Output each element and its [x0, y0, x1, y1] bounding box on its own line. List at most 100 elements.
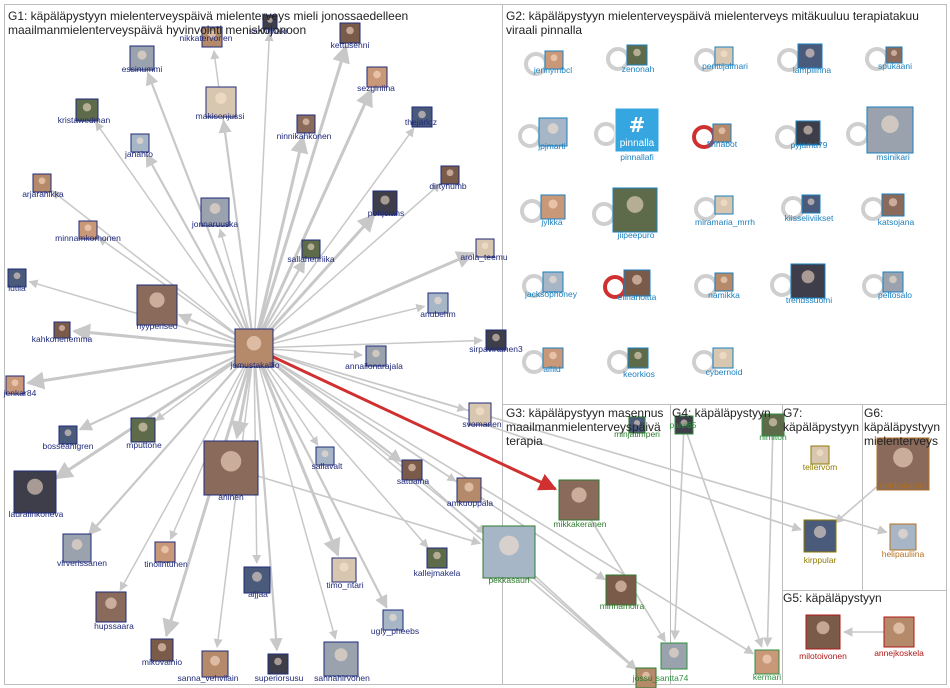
node-zenonah[interactable]: [626, 44, 648, 66]
edge-kristawedman: [95, 121, 255, 349]
node-label-lauralinkoneva: lauralinkoneva: [9, 509, 64, 519]
node-virverissanen[interactable]: [62, 533, 92, 563]
node-lauralinkoneva[interactable]: [13, 470, 57, 514]
node-kettusenni[interactable]: [339, 22, 361, 44]
node-label-minnamkorhonen: minnamkorhonen: [55, 233, 121, 243]
node-aijjaa[interactable]: [243, 566, 271, 594]
edge-ugly_pheebs: [253, 347, 388, 609]
node-mikkakeranen[interactable]: [558, 479, 600, 521]
node-miramaria_mrrh[interactable]: [714, 195, 734, 215]
node-pyjama79[interactable]: [795, 120, 821, 146]
node-pinnallafi[interactable]: #pinnalla: [614, 107, 660, 153]
node-riimiton[interactable]: [761, 413, 785, 437]
node-spukaani[interactable]: [885, 46, 903, 64]
node-aninen[interactable]: [203, 440, 259, 496]
node-paivi65[interactable]: [674, 415, 694, 435]
node-superiorsusu[interactable]: [267, 653, 289, 675]
node-sannimaki[interactable]: [262, 14, 278, 30]
node-svomanen[interactable]: [468, 402, 492, 426]
node-label-kahkonenemma: kahkonenemma: [32, 334, 93, 344]
node-minnamkorhonen[interactable]: [78, 220, 98, 240]
node-namikka[interactable]: [714, 272, 734, 292]
node-jossu_[interactable]: [635, 667, 657, 688]
node-jemustakallio[interactable]: [234, 328, 274, 368]
node-finnabot[interactable]: [712, 123, 732, 143]
avatar-face: [71, 539, 83, 550]
node-mikovainio[interactable]: [150, 638, 174, 662]
node-mputtone[interactable]: [130, 417, 156, 443]
avatar-face: [669, 647, 679, 658]
node-tellervom[interactable]: [810, 445, 830, 465]
node-annailonarajala[interactable]: [365, 345, 387, 367]
node-dirtynumb[interactable]: [440, 165, 460, 185]
node-label-helipauliina: helipauliina: [882, 549, 925, 559]
node-jylkka[interactable]: [540, 194, 566, 220]
node-image: [797, 43, 823, 69]
node-peltosalo[interactable]: [882, 271, 904, 293]
node-elinaholtta[interactable]: [623, 269, 651, 297]
node-sannahirvonen[interactable]: [323, 641, 359, 677]
node-hupssaara[interactable]: [95, 591, 127, 623]
node-satuaina[interactable]: [401, 459, 423, 481]
node-pekkasauri[interactable]: [482, 525, 536, 579]
node-ninnikahkonen[interactable]: [296, 114, 316, 134]
node-katsojana[interactable]: [881, 193, 905, 217]
node-helipauliina[interactable]: [889, 523, 917, 551]
avatar-face: [274, 657, 282, 666]
node-makisenjussi[interactable]: [205, 86, 237, 118]
node-kahkonenemma[interactable]: [53, 321, 71, 339]
node-jiipeepuro[interactable]: [612, 187, 658, 233]
node-minjatimperi[interactable]: [628, 416, 646, 434]
node-ugly_pheebs[interactable]: [382, 609, 404, 631]
edge-sanna_vehvilain: [213, 347, 255, 649]
node-jonnaruuska[interactable]: [200, 197, 230, 227]
node-pohjolans[interactable]: [372, 190, 398, 216]
node-msinikari[interactable]: [866, 106, 914, 154]
node-label-miramaria_mrrh: miramaria_mrrh: [695, 217, 755, 227]
avatar-face: [64, 429, 72, 437]
node-bosseahlgren[interactable]: [58, 425, 78, 445]
node-sanna_vehvilain[interactable]: [201, 650, 229, 678]
node-sezginiina[interactable]: [366, 66, 388, 88]
node-markosuomi[interactable]: [876, 437, 930, 491]
node-kallejmakela[interactable]: [426, 547, 448, 569]
node-amkuoppala[interactable]: [456, 477, 482, 503]
node-jennymbcl[interactable]: [544, 50, 564, 70]
node-annejkoskela[interactable]: [883, 616, 915, 648]
node-jacksophoney[interactable]: [542, 271, 564, 293]
node-tinolintunen[interactable]: [154, 541, 176, 563]
node-nyyperiseo[interactable]: [136, 284, 178, 326]
node-kiisseliviikset[interactable]: [801, 194, 821, 214]
node-trendssuomi[interactable]: [790, 263, 826, 299]
node-lampilinna[interactable]: [797, 43, 823, 69]
node-keorkios[interactable]: [627, 347, 649, 369]
node-nikkatervonen[interactable]: [201, 26, 223, 48]
node-label-pekkasauri: pekkasauri: [488, 575, 529, 585]
node-sirpavirtanen3[interactable]: [485, 329, 507, 351]
node-kirppular[interactable]: [803, 519, 837, 553]
node-sallahenriika[interactable]: [301, 239, 321, 259]
node-anubehm[interactable]: [427, 292, 449, 314]
node-arjarahikka[interactable]: [32, 173, 52, 193]
node-minnamoira[interactable]: [605, 574, 637, 606]
node-timo_ritari[interactable]: [331, 557, 357, 583]
node-essinummi[interactable]: [129, 45, 155, 71]
node-image: [62, 533, 92, 563]
node-thejarloz[interactable]: [411, 106, 433, 128]
node-kristawedman[interactable]: [75, 98, 99, 122]
node-jenkar84[interactable]: [5, 375, 25, 395]
node-cybernoid[interactable]: [712, 347, 734, 369]
node-label-jossu_: jossu_: [632, 673, 658, 683]
node-jpjmarti[interactable]: [538, 117, 568, 147]
node-janahto[interactable]: [130, 133, 150, 153]
node-sallavalt[interactable]: [315, 446, 335, 466]
node-milotoivonen[interactable]: [805, 614, 841, 650]
node-alfild[interactable]: [542, 347, 564, 369]
node-arola_teemu[interactable]: [475, 238, 495, 258]
node-penttijalmari[interactable]: [714, 46, 734, 66]
node-lutiia[interactable]: [7, 268, 27, 288]
node-santta74[interactable]: [660, 642, 688, 670]
node-kermari[interactable]: [754, 649, 780, 675]
node-label-penttijalmari: penttijalmari: [702, 61, 748, 71]
node-label-annailonarajala: annailonarajala: [345, 361, 403, 371]
